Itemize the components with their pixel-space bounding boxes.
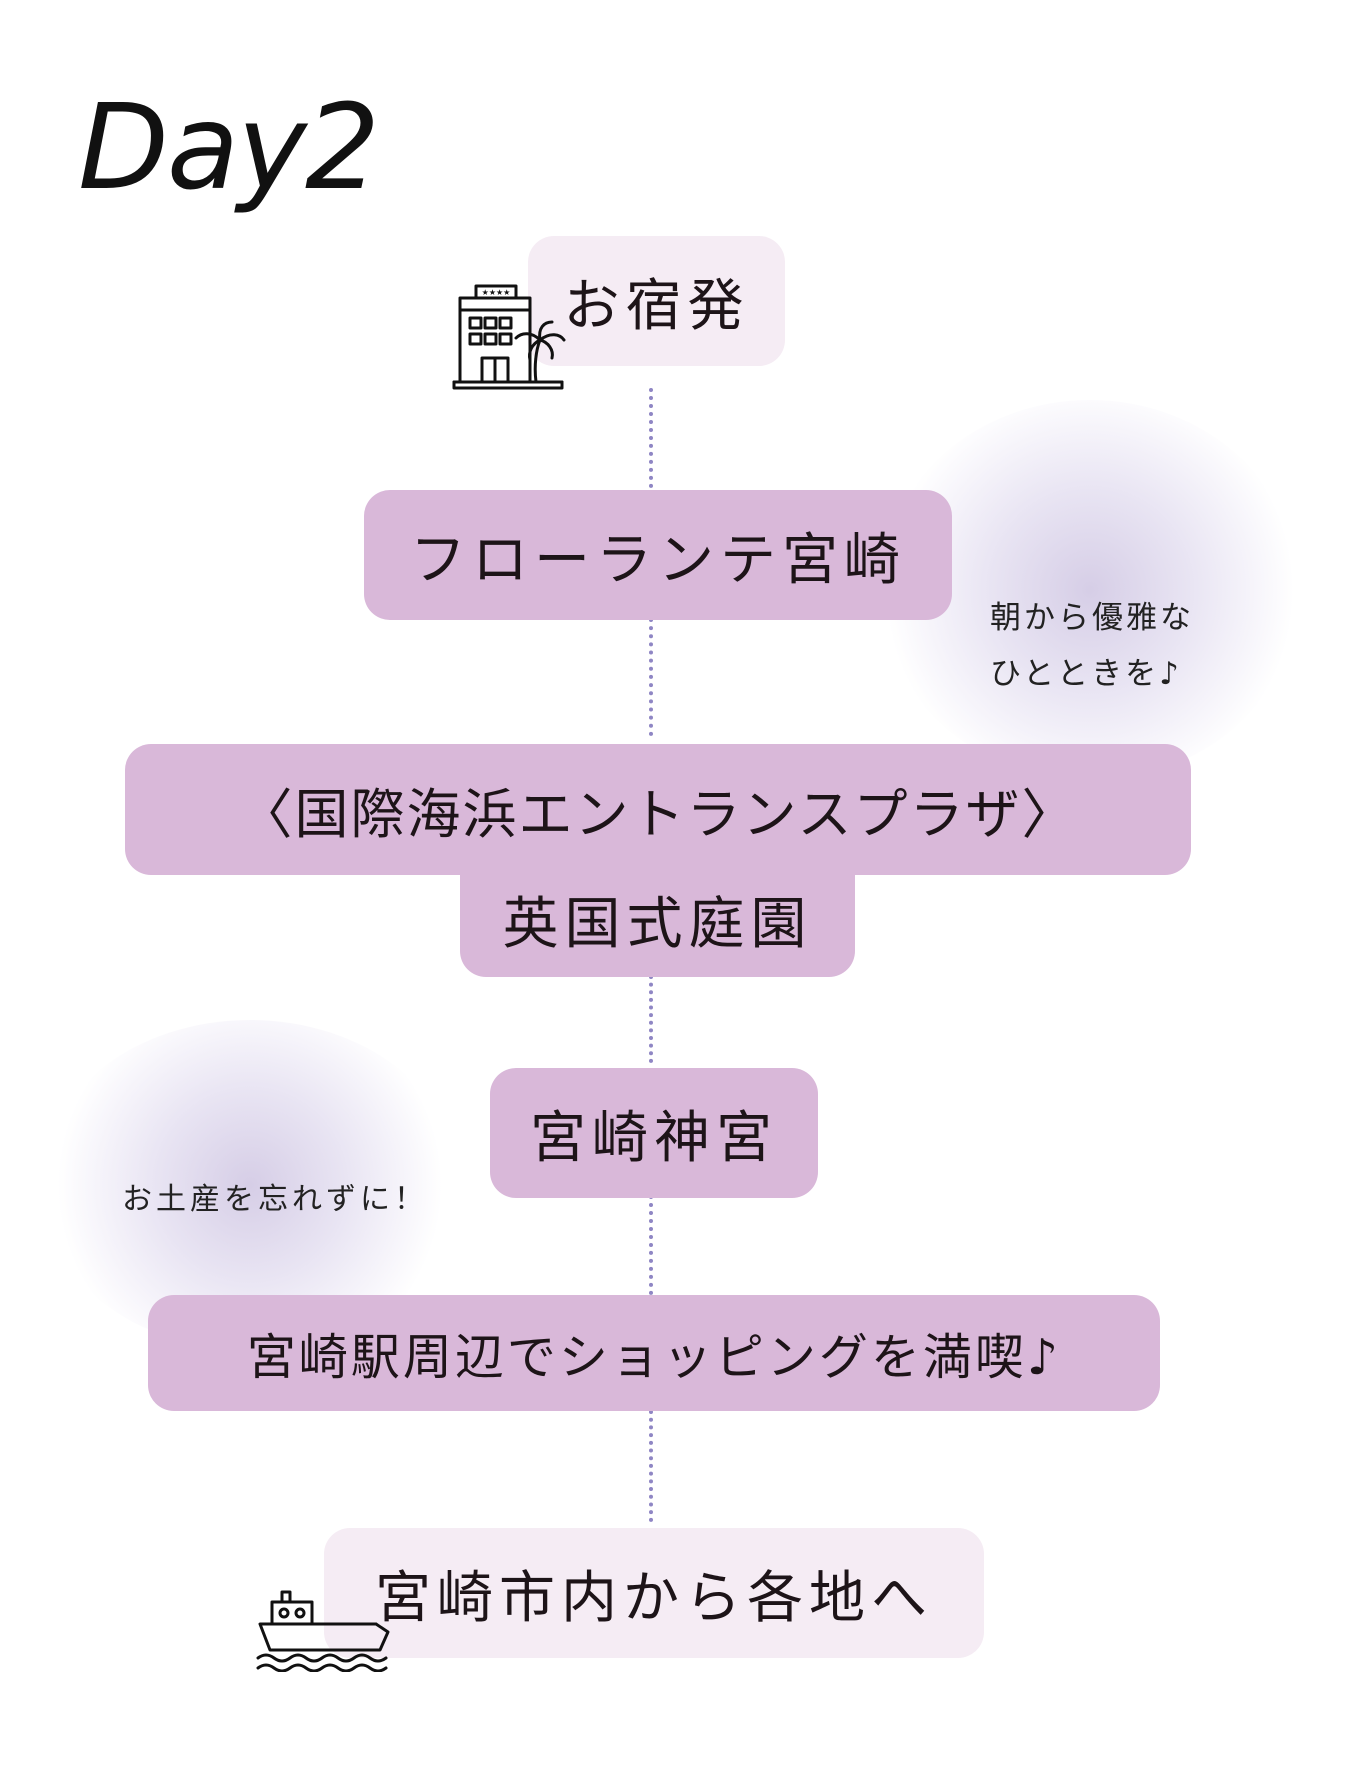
step-end-label: 宮崎市内から各地へ: [375, 1565, 933, 1631]
step-shrine-label: 宮崎神宮: [530, 1105, 778, 1171]
step-garden-line1: 〈国際海浜エントランスプラザ〉: [125, 744, 1191, 875]
note-souvenir-text: お土産を忘れずに！: [122, 1182, 428, 1217]
svg-text:★★★★: ★★★★: [482, 288, 511, 297]
connector-1: [649, 388, 653, 488]
note-souvenir: お土産を忘れずに！: [122, 1172, 428, 1228]
connector-4: [649, 1195, 653, 1295]
connector-2: [649, 618, 653, 736]
note-morning: 朝から優雅な ひとときを♪: [990, 590, 1194, 702]
connector-5: [649, 1410, 653, 1522]
ship-icon: [256, 1590, 390, 1672]
step-florante-label: フローランテ宮崎: [410, 527, 906, 593]
note-morning-line1: 朝から優雅な: [990, 600, 1194, 636]
hotel-palm-icon: ★★★★: [452, 284, 566, 390]
step-garden-line2: 英国式庭園: [460, 862, 855, 977]
step-shopping: 宮崎駅周辺でショッピングを満喫♪: [148, 1295, 1160, 1411]
connector-3: [649, 975, 653, 1063]
note-morning-line2: ひとときを♪: [990, 656, 1182, 692]
step-garden-label-1: 〈国際海浜エントランスプラザ〉: [238, 783, 1078, 846]
step-end: 宮崎市内から各地へ: [324, 1528, 984, 1658]
step-garden-label-2: 英国式庭園: [502, 892, 813, 957]
step-florante: フローランテ宮崎: [364, 490, 952, 620]
page-title: Day2: [78, 78, 380, 216]
step-shopping-label: 宮崎駅周辺でショッピングを満喫♪: [246, 1328, 1062, 1386]
step-start: お宿発: [528, 236, 785, 366]
step-shrine: 宮崎神宮: [490, 1068, 818, 1198]
step-start-label: お宿発: [563, 273, 750, 339]
